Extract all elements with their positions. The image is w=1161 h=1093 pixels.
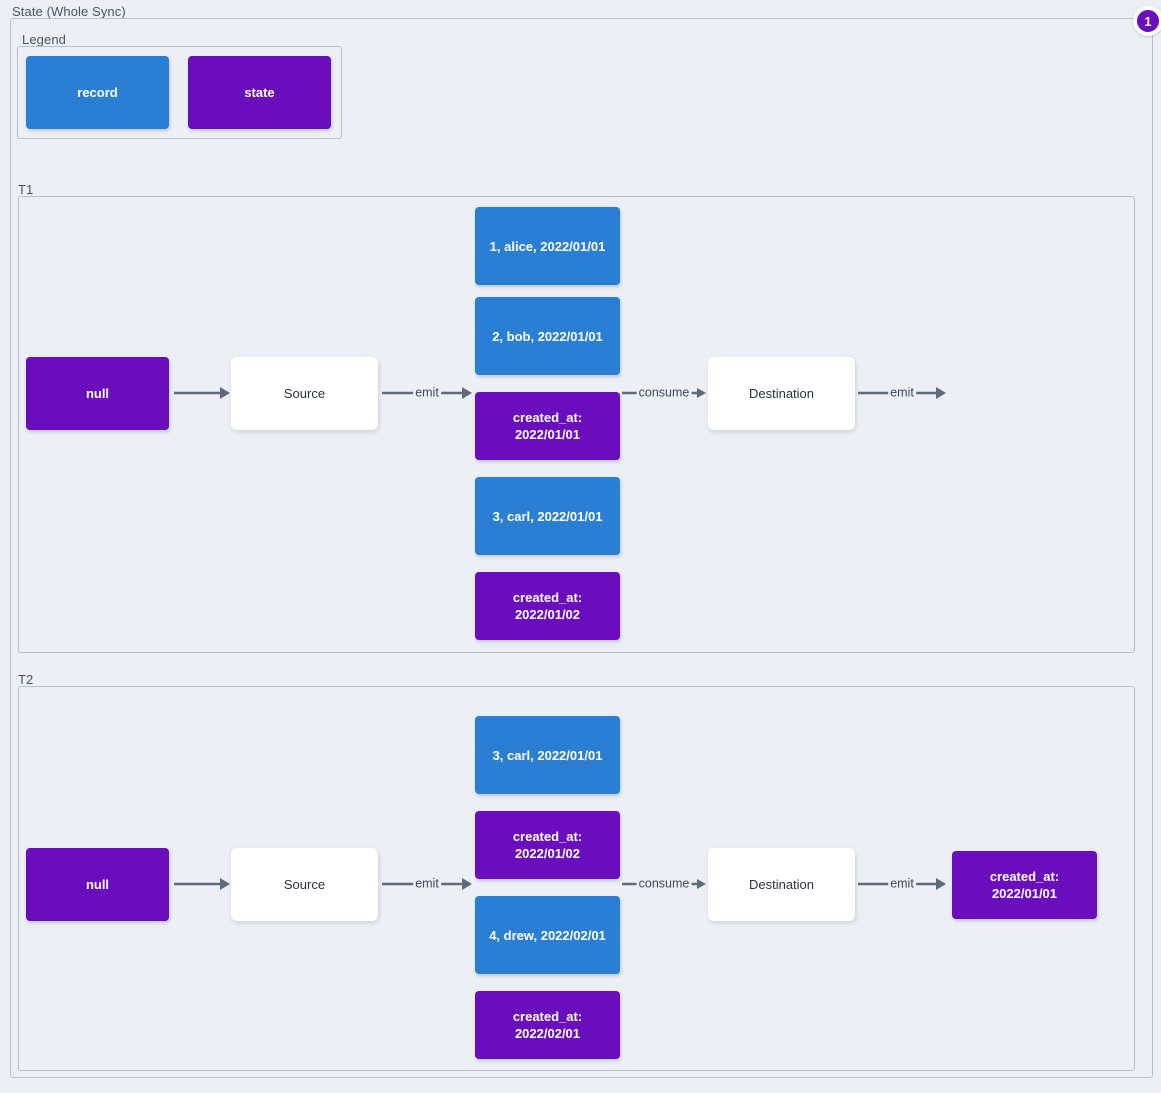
t2-emitted-item-3: created_at: 2022/02/01 bbox=[475, 991, 620, 1059]
section-t2-frame bbox=[18, 686, 1135, 1071]
legend-frame bbox=[17, 46, 342, 139]
t1-initial-state-label: null bbox=[85, 386, 110, 401]
t2-emitted-item-0: 3, carl, 2022/01/01 bbox=[475, 716, 620, 794]
t2-emitted-item-2: 4, drew, 2022/02/01 bbox=[475, 896, 620, 974]
t2-destination-label: Destination bbox=[748, 877, 815, 892]
section-t1-label: T1 bbox=[18, 182, 34, 197]
legend-swatch-record: record bbox=[26, 56, 169, 129]
t1-destination-node: Destination bbox=[708, 357, 855, 430]
t2-final-state-node: created_at: 2022/01/01 bbox=[952, 851, 1097, 919]
t1-emitted-item-3-label: 3, carl, 2022/01/01 bbox=[492, 508, 603, 524]
t2-initial-state-label: null bbox=[85, 877, 110, 892]
legend-label: Legend bbox=[22, 32, 66, 47]
section-t2-label: T2 bbox=[18, 672, 34, 687]
legend-swatch-state: state bbox=[188, 56, 331, 129]
legend-swatch-record-label: record bbox=[77, 85, 118, 100]
t1-emitted-item-1-label: 2, bob, 2022/01/01 bbox=[492, 328, 603, 344]
t1-emitted-item-2-label: created_at: 2022/01/01 bbox=[512, 410, 583, 442]
t2-emitted-item-0-label: 3, carl, 2022/01/01 bbox=[492, 747, 603, 763]
t1-emitted-item-4-label: created_at: 2022/01/02 bbox=[512, 590, 583, 622]
section-t1-frame bbox=[18, 196, 1135, 653]
t1-emitted-item-0: 1, alice, 2022/01/01 bbox=[475, 207, 620, 285]
t1-initial-state-node: null bbox=[26, 357, 169, 430]
t2-final-state-label: created_at: 2022/01/01 bbox=[989, 869, 1060, 901]
t1-destination-label: Destination bbox=[748, 386, 815, 401]
t2-destination-node: Destination bbox=[708, 848, 855, 921]
diagram-title: State (Whole Sync) bbox=[12, 4, 126, 19]
step-badge-label: 1 bbox=[1144, 13, 1152, 29]
t1-emitted-item-3: 3, carl, 2022/01/01 bbox=[475, 477, 620, 555]
t1-emitted-item-2: created_at: 2022/01/01 bbox=[475, 392, 620, 460]
diagram-outer-frame bbox=[10, 18, 1153, 1078]
legend-swatch-state-label: state bbox=[244, 85, 275, 100]
t2-source-label: Source bbox=[283, 877, 326, 892]
t1-source-label: Source bbox=[283, 386, 326, 401]
t1-emitted-item-4: created_at: 2022/01/02 bbox=[475, 572, 620, 640]
t2-emitted-item-1-label: created_at: 2022/01/02 bbox=[512, 829, 583, 861]
t1-emitted-item-0-label: 1, alice, 2022/01/01 bbox=[489, 238, 606, 254]
t1-emitted-item-1: 2, bob, 2022/01/01 bbox=[475, 297, 620, 375]
step-badge[interactable]: 1 bbox=[1133, 6, 1161, 36]
t2-initial-state-node: null bbox=[26, 848, 169, 921]
t2-emitted-item-2-label: 4, drew, 2022/02/01 bbox=[489, 927, 606, 943]
t1-source-node: Source bbox=[231, 357, 378, 430]
t2-emitted-item-3-label: created_at: 2022/02/01 bbox=[512, 1009, 583, 1041]
t2-source-node: Source bbox=[231, 848, 378, 921]
t2-emitted-item-1: created_at: 2022/01/02 bbox=[475, 811, 620, 879]
